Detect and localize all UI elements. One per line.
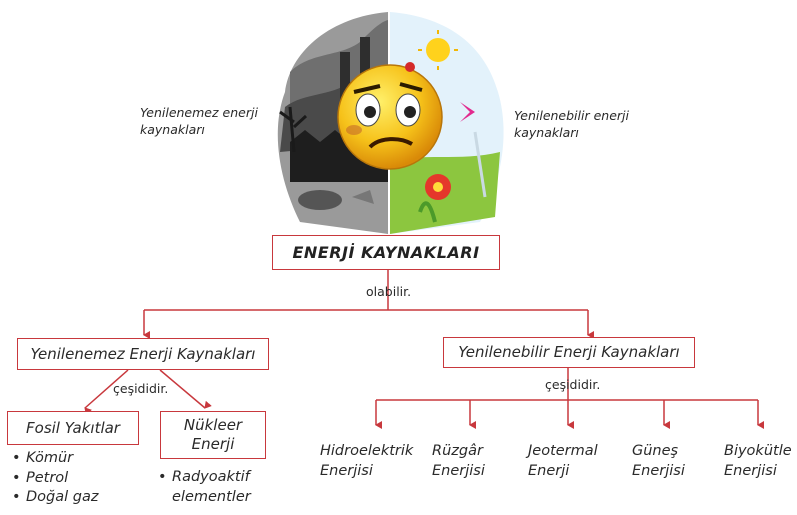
root-node: ENERJİ KAYNAKLARI bbox=[272, 235, 500, 270]
ladybug-icon bbox=[405, 62, 415, 72]
list-item: Radyoaktif elementler bbox=[158, 468, 268, 507]
list-item: Doğal gaz bbox=[12, 488, 98, 508]
nuclear-label-line1: Nükleer bbox=[183, 416, 243, 435]
fossil-fuels-node: Fosil Yakıtlar bbox=[7, 411, 139, 445]
biomass-energy-label: Biyokütle Enerjisi bbox=[724, 443, 792, 479]
wind-turbine-icon bbox=[473, 131, 487, 198]
dead-tree-icon bbox=[279, 106, 308, 153]
smiley-face-icon bbox=[337, 64, 443, 170]
renewable-connector-label: çeşididir. bbox=[545, 377, 601, 392]
nuclear-label-line2: Enerji bbox=[191, 435, 235, 453]
hydro-energy-label: Hidroelektrik Enerjisi bbox=[320, 443, 414, 479]
solar-energy-label: Güneş Enerjisi bbox=[632, 443, 685, 479]
energy-illustration bbox=[277, 12, 504, 234]
renewable-node: Yenilenebilir Enerji Kaynakları bbox=[443, 337, 695, 368]
list-item: Kömür bbox=[12, 449, 98, 469]
fish-bone-icon bbox=[352, 190, 374, 204]
nuclear-list: Radyoaktif elementler bbox=[158, 468, 268, 507]
nonrenewable-connector-label: çeşididir. bbox=[113, 381, 169, 396]
right-caption: Yenilenebilir enerji kaynakları bbox=[514, 108, 629, 140]
arrow-to-fossil bbox=[84, 369, 129, 416]
nuclear-node: Nükleer Enerji bbox=[160, 411, 266, 459]
arrow-to-nuclear bbox=[159, 369, 212, 409]
left-caption: Yenilenemez enerji kaynakları bbox=[140, 105, 258, 137]
list-item: Petrol bbox=[12, 469, 98, 489]
wind-energy-label: Rüzgâr Enerjisi bbox=[432, 443, 485, 479]
nonrenewable-node: Yenilenemez Enerji Kaynakları bbox=[17, 338, 269, 370]
fossil-fuels-list: Kömür Petrol Doğal gaz bbox=[12, 449, 98, 508]
root-connector-label: olabilir. bbox=[366, 284, 412, 299]
sun-icon bbox=[426, 38, 450, 62]
clean-side bbox=[390, 12, 504, 234]
oil-barrel-icon bbox=[298, 190, 342, 210]
butterfly-icon bbox=[460, 102, 475, 122]
geothermal-energy-label: Jeotermal Enerji bbox=[528, 443, 598, 479]
